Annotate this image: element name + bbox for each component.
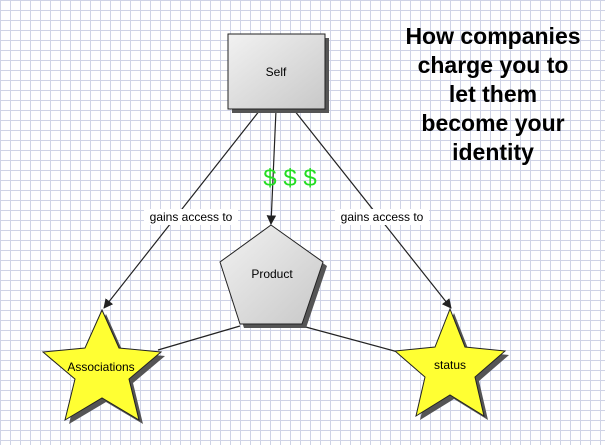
edge-product-to-status [301, 325, 399, 353]
node-product-shape[interactable] [219, 224, 324, 325]
node-associations-star[interactable] [41, 308, 163, 422]
edge-self-to-product [266, 109, 277, 225]
edge-label-right: gains access to [341, 210, 424, 224]
node-self-box[interactable] [227, 33, 326, 110]
node-product-label: Product [251, 267, 293, 281]
money-label: $ $ $ [263, 165, 316, 192]
headline-line-4: become your [421, 110, 565, 136]
edge-label-left: gains access to [150, 210, 233, 224]
node-self-label: Self [266, 65, 287, 79]
headline: How companies charge you to let them bec… [388, 22, 598, 167]
headline-line-2: charge you to [417, 52, 569, 78]
headline-line-5: identity [452, 139, 534, 165]
edge-product-to-associations [157, 325, 241, 351]
node-status-star[interactable] [393, 307, 507, 418]
node-status-label: status [434, 358, 466, 372]
headline-line-3: let them [448, 81, 538, 107]
edge-label-left-bg [144, 209, 238, 225]
headline-line-1: How companies [405, 23, 581, 49]
node-associations-label: Associations [67, 360, 134, 374]
edge-label-right-bg [335, 209, 429, 225]
